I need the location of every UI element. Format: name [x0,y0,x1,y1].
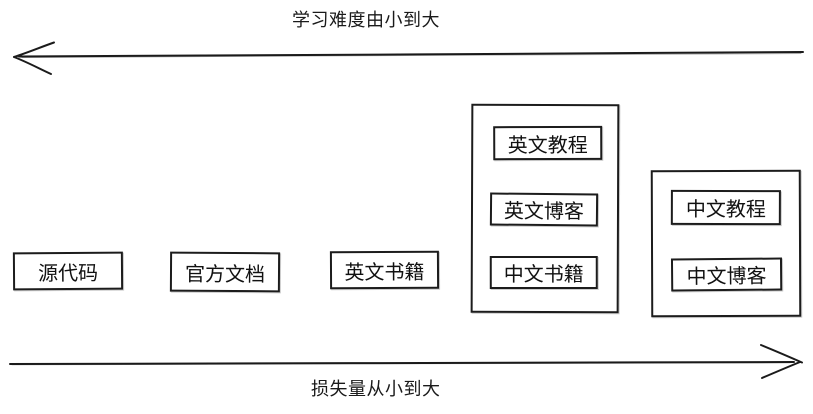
node-english-blog: 英文博客 [489,192,599,227]
bottom-axis-label: 损失量从小到大 [311,379,441,399]
node-chinese-book: 中文书籍 [489,255,598,290]
node-chinese-blog: 中文博客 [670,257,783,292]
node-official-docs: 官方文档 [169,251,281,293]
top-axis-label: 学习难度由小到大 [292,10,440,30]
node-group-right: 中文教程 中文博客 [650,169,802,318]
node-chinese-tutorial: 中文教程 [670,189,781,226]
node-english-tutorial: 英文教程 [493,125,603,161]
node-english-books: 英文书籍 [329,250,440,290]
node-group-left: 英文教程 英文博客 中文书籍 [470,103,620,314]
node-source-code: 源代码 [12,251,124,291]
